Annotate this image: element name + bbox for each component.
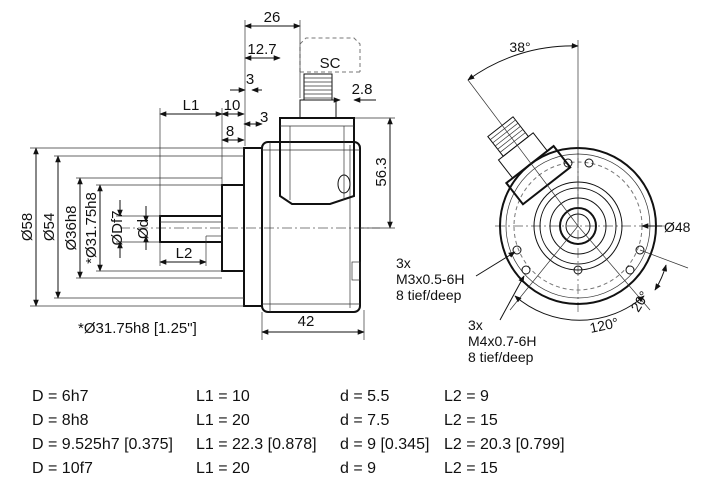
dim-dia-d: Ød	[135, 219, 152, 239]
dim-26: 26	[264, 9, 281, 26]
dim-dia-Df7: ØDf7	[109, 210, 126, 245]
table-cell: d = 7.5	[340, 412, 389, 429]
connector-housing-front	[487, 116, 572, 206]
m4-holes	[512, 245, 645, 275]
dim-56-3: 56.3	[373, 157, 390, 186]
shaft	[159, 215, 223, 243]
table-cell: d = 9 [0.345]	[340, 436, 429, 453]
dim-8: 8	[226, 123, 234, 140]
dim-dia-54: Ø54	[41, 213, 58, 241]
svg-text:8 tief/deep: 8 tief/deep	[396, 287, 462, 303]
side-view: 26 12.7 SC 3 2.8 L1 10 3 8 42 L2 56.3 Ø5…	[19, 9, 395, 340]
dia-48: Ø48	[664, 219, 691, 235]
angle-38: 38°	[509, 39, 530, 55]
table-cell: L1 = 20	[196, 460, 250, 477]
note-m4-thread: 3x M4x0.7-6H 8 tief/deep	[468, 317, 536, 365]
dim-3-top: 3	[246, 71, 254, 88]
housing	[261, 141, 361, 313]
table-cell: D = 8h8	[32, 412, 89, 429]
table-cell: L2 = 15	[444, 460, 498, 477]
dim-10: 10	[224, 97, 241, 114]
table-cell: L2 = 9	[444, 388, 489, 405]
m3-holes	[563, 158, 594, 275]
connector-housing	[279, 117, 355, 205]
front-view: 38° Ø48 120° 20° 3x M3x0.5-6H 8 tief/dee…	[396, 39, 691, 365]
m12-connector-side	[299, 73, 337, 119]
table-cell: L1 = 22.3 [0.878]	[196, 436, 317, 453]
svg-text:M4x0.7-6H: M4x0.7-6H	[468, 333, 536, 349]
table-cell: D = 10f7	[32, 460, 93, 477]
dim-L2: L2	[176, 245, 193, 262]
dim-42: 42	[298, 313, 315, 330]
dim-2-8: 2.8	[352, 81, 373, 98]
table-cell: d = 5.5	[340, 388, 389, 405]
dim-L1: L1	[183, 97, 200, 114]
angle-20: 20°	[627, 288, 652, 314]
table-cell: L1 = 20	[196, 412, 250, 429]
dim-12-7: 12.7	[247, 41, 276, 58]
svg-text:8 tief/deep: 8 tief/deep	[468, 349, 534, 365]
svg-text:3x: 3x	[468, 317, 483, 333]
variant-table: D = 6h7 L1 = 10 d = 5.5 L2 = 9 D = 8h8 L…	[32, 388, 565, 477]
dim-dia-31-75h8: *Ø31.75h8	[83, 192, 100, 264]
dim-dia-58: Ø58	[19, 213, 36, 241]
footnote-31-75: *Ø31.75h8 [1.25"]	[78, 320, 197, 337]
note-m3-thread: 3x M3x0.5-6H 8 tief/deep	[396, 255, 464, 303]
table-cell: D = 9.525h7 [0.375]	[32, 436, 173, 453]
dim-3-mid: 3	[260, 109, 268, 126]
table-cell: L1 = 10	[196, 388, 250, 405]
table-cell: L2 = 20.3 [0.799]	[444, 436, 565, 453]
svg-text:M3x0.5-6H: M3x0.5-6H	[396, 271, 464, 287]
angle-120: 120°	[588, 314, 620, 336]
table-cell: D = 6h7	[32, 388, 89, 405]
mounting-flange	[243, 147, 263, 307]
svg-text:3x: 3x	[396, 255, 411, 271]
dim-dia-36h8: Ø36h8	[63, 205, 80, 250]
table-cell: L2 = 15	[444, 412, 498, 429]
dim-sc: SC	[320, 55, 341, 72]
table-cell: d = 9	[340, 460, 376, 477]
